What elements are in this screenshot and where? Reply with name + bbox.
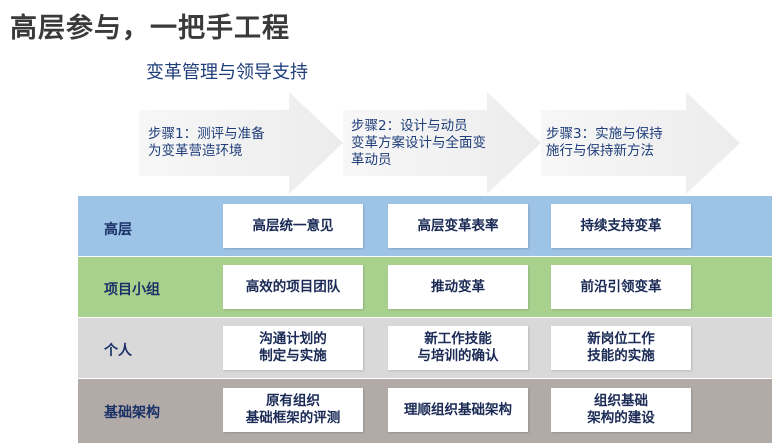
step-2-line-2: 变革方案设计与全面变 (351, 135, 486, 151)
cell-text: 前沿引领变革 (580, 278, 662, 295)
page-title: 高层参与，一把手工程 (10, 13, 290, 44)
cell-text: 持续支持变革 (580, 217, 662, 234)
step-2-line-3: 革动员 (351, 152, 392, 168)
diagram-subtitle: 变革管理与领导支持 (146, 62, 308, 83)
step-3-text: 步骤3：实施与保持 施行与保持新方法 (546, 126, 663, 160)
step-3-line-1: 步骤3：实施与保持 (546, 126, 663, 142)
step-2-line-1: 步骤2：设计与动员 (351, 118, 468, 134)
cell-row-1-col-1: 高层统一意见 (223, 204, 363, 248)
cell-text: 推动变革 (431, 278, 485, 295)
cell-row-3-col-1: 沟通计划的制定与实施 (223, 326, 363, 370)
cell-text: 架构的建设 (587, 410, 655, 426)
cell-text: 与培训的确认 (417, 348, 499, 364)
cell-text: 高层变革表率 (417, 217, 499, 234)
step-3-line-2: 施行与保持新方法 (546, 143, 654, 159)
cell-text: 新岗位工作 (587, 331, 655, 347)
step-2-arrow (343, 92, 541, 194)
cell-text: 理顺组织基础架构 (404, 401, 512, 418)
cell-row-2-col-3: 前沿引领变革 (551, 265, 691, 309)
cell-row-2-col-1: 高效的项目团队 (223, 265, 363, 309)
cell-row-1-col-2: 高层变革表率 (388, 204, 528, 248)
cell-text: 高层统一意见 (252, 217, 334, 234)
step-2-text: 步骤2：设计与动员 变革方案设计与全面变 革动员 (351, 118, 486, 169)
cell-text: 高效的项目团队 (245, 278, 341, 295)
cell-text: 原有组织 (266, 393, 320, 409)
row-label-infrastructure: 基础架构 (104, 405, 160, 421)
cell-text: 技能的实施 (587, 348, 655, 364)
cell-row-2-col-2: 推动变革 (388, 265, 528, 309)
step-1-text: 步骤1：测评与准备 为变革营造环境 (148, 126, 265, 160)
cell-text: 基础框架的评测 (245, 410, 341, 426)
row-label-project-team: 项目小组 (104, 282, 160, 298)
row-label-senior: 高层 (104, 222, 132, 238)
cell-row-3-col-2: 新工作技能与培训的确认 (388, 326, 528, 370)
cell-text: 沟通计划的 (259, 331, 327, 347)
cell-text: 组织基础 (594, 393, 648, 409)
step-1-line-2: 为变革营造环境 (148, 143, 243, 159)
step-1-arrow (139, 92, 343, 194)
step-1-line-1: 步骤1：测评与准备 (148, 126, 265, 142)
cell-text: 新工作技能 (424, 331, 492, 347)
step-arrows (139, 92, 740, 194)
cell-row-3-col-3: 新岗位工作技能的实施 (551, 326, 691, 370)
cell-text: 制定与实施 (259, 348, 327, 364)
cell-row-4-col-1: 原有组织基础框架的评测 (223, 388, 363, 432)
cell-row-1-col-3: 持续支持变革 (551, 204, 691, 248)
step-3-arrow (541, 92, 740, 194)
row-label-individual: 个人 (104, 343, 132, 359)
cell-row-4-col-2: 理顺组织基础架构 (388, 388, 528, 432)
cell-row-4-col-3: 组织基础架构的建设 (551, 388, 691, 432)
